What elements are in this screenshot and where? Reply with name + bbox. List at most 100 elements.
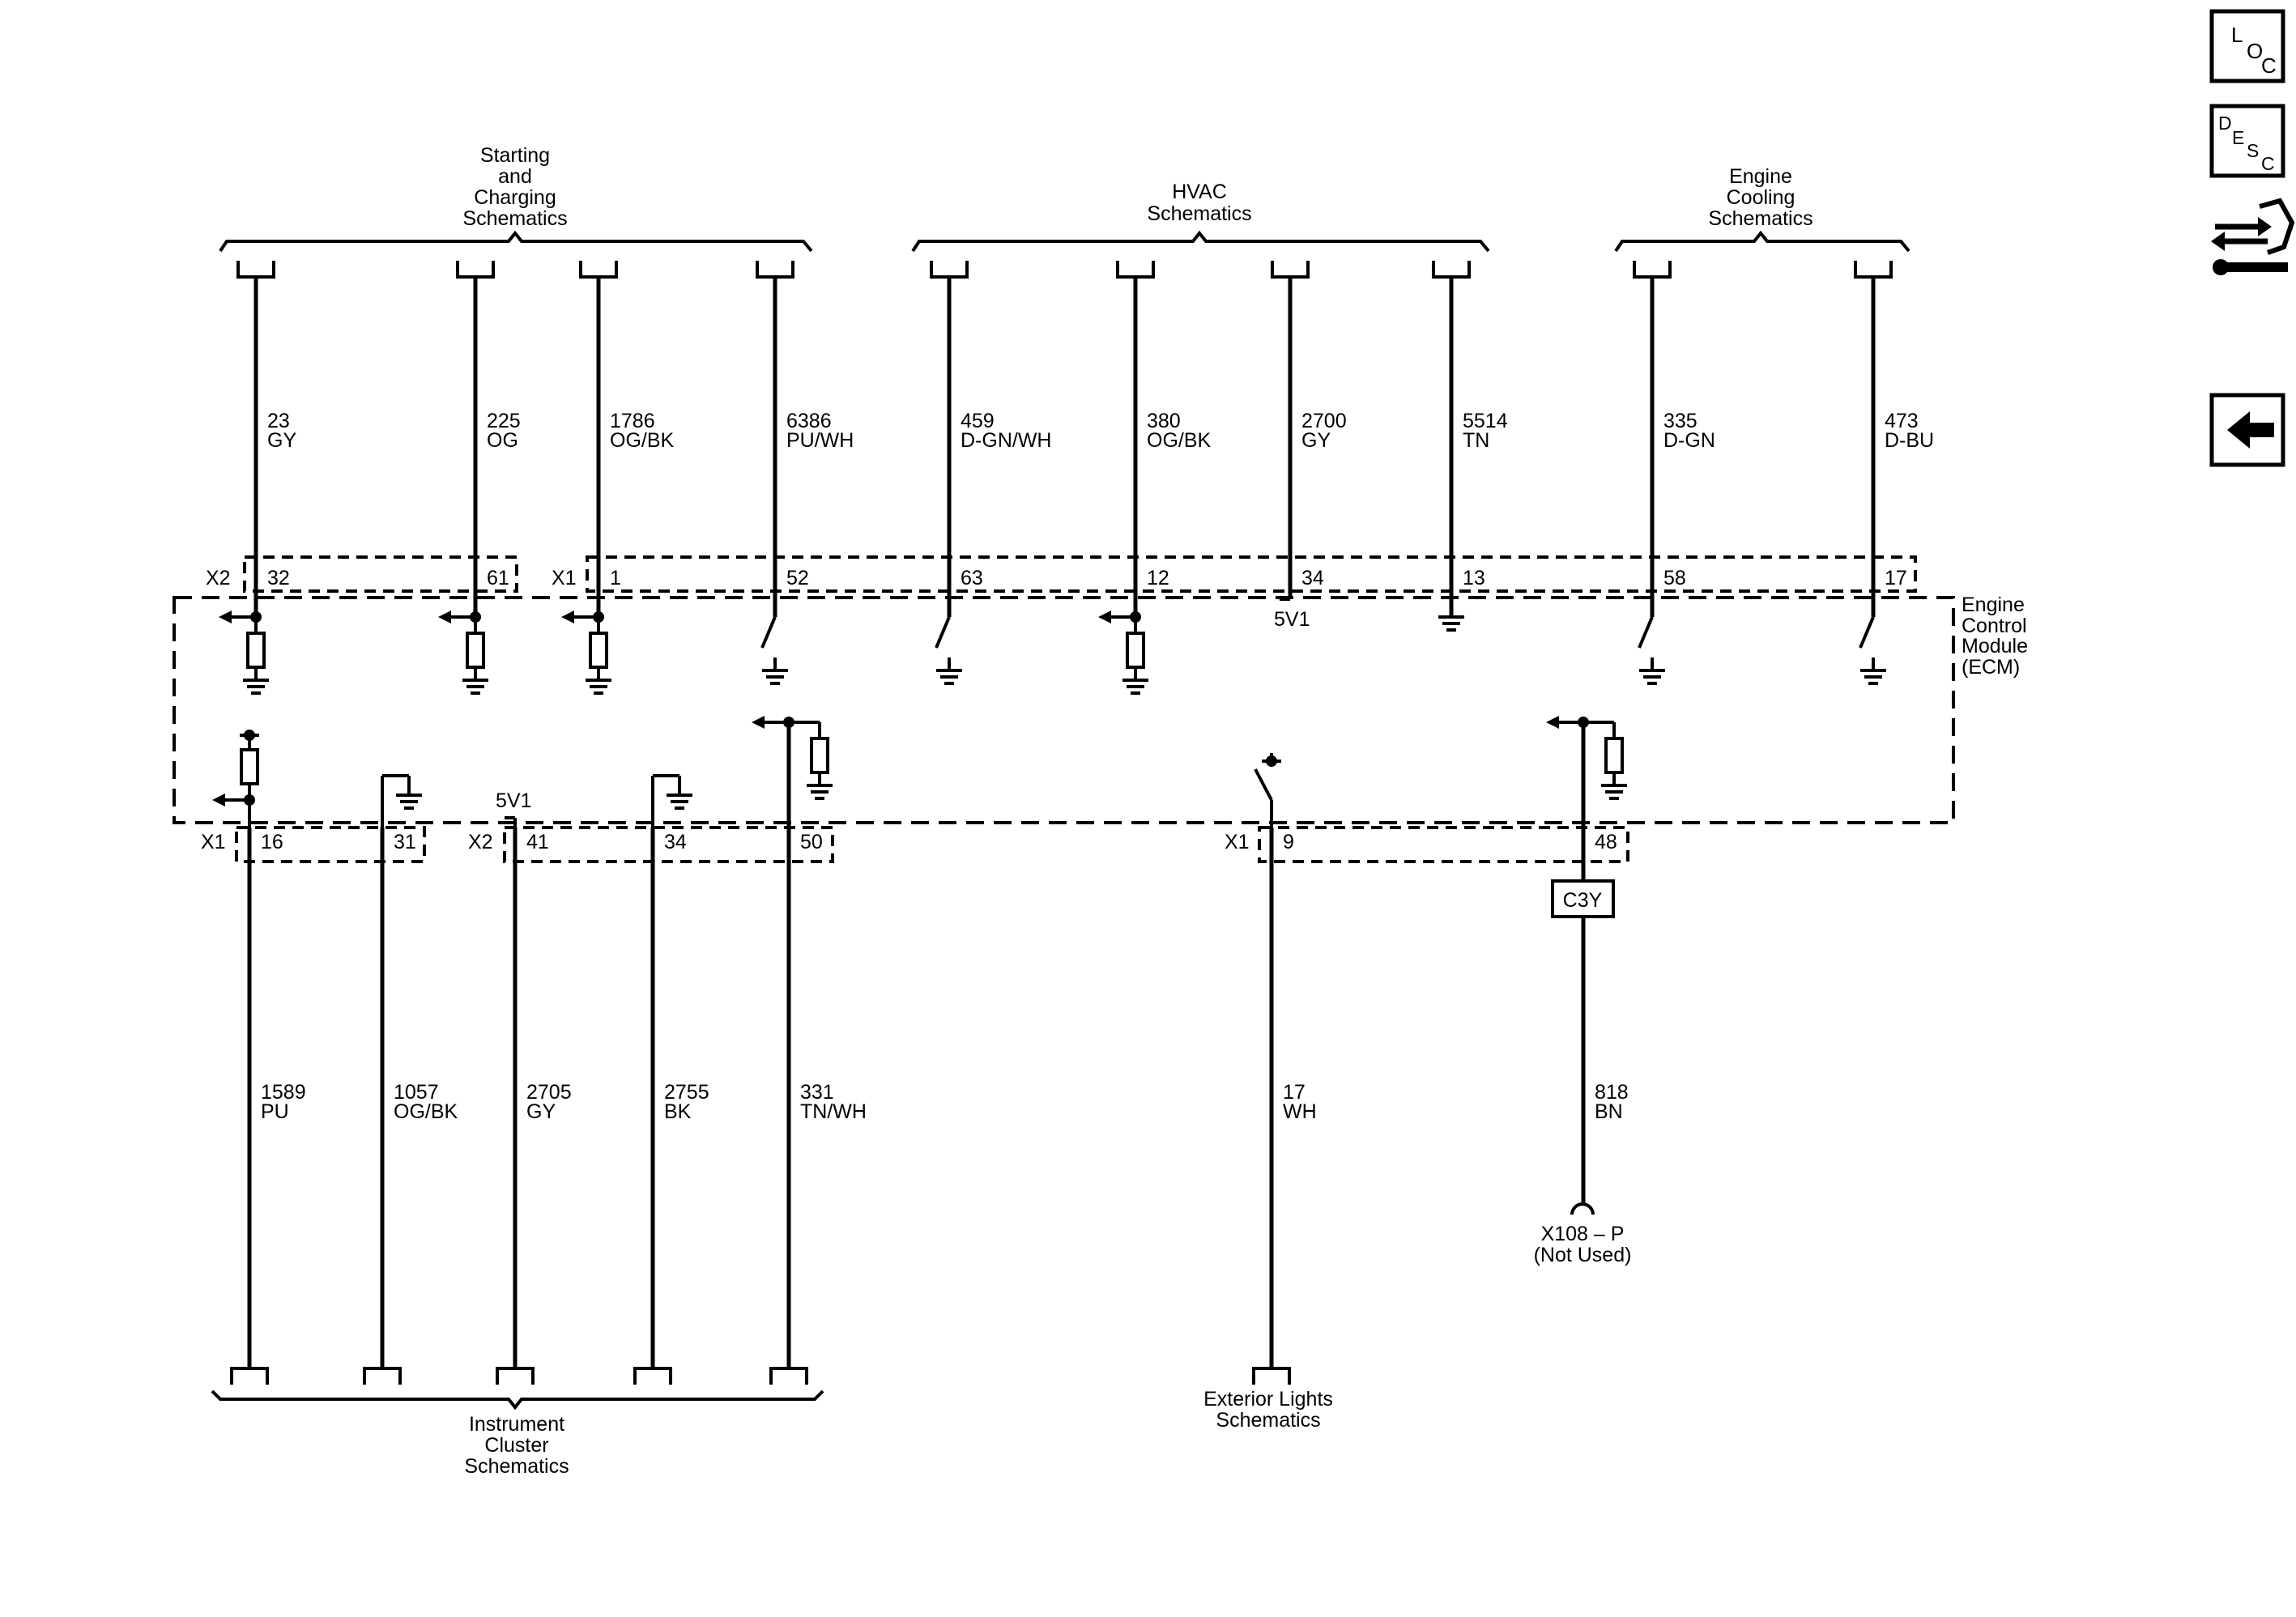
- wire-circuit-number: 6386: [786, 410, 832, 432]
- switch-ground-957: [760, 616, 788, 685]
- connector-x1-top: [586, 555, 1917, 593]
- pin-number: 34: [1301, 567, 1324, 589]
- desc-letter: D: [2218, 113, 2232, 134]
- group-label-line: Exterior Lights: [1203, 1388, 1333, 1411]
- terminal-symbol: [930, 261, 969, 279]
- terminal-symbol: [496, 1367, 535, 1385]
- supply-1593: [1280, 593, 1292, 601]
- switch-ground-2313: [1859, 616, 1886, 685]
- wire-color: BN: [1595, 1100, 1623, 1123]
- terminal-symbol: [1116, 261, 1155, 279]
- bottom-wire-group: 1589PU161057OG/BK312705GY412755BK34331TN…: [230, 722, 1629, 1385]
- wire-color: OG/BK: [394, 1100, 458, 1123]
- connector-x2-top: [243, 555, 518, 593]
- module-label-line: Control: [1962, 615, 2027, 637]
- wire-color: OG/BK: [610, 429, 675, 452]
- terminal-symbol: [1854, 261, 1893, 279]
- group-brace: [911, 230, 1490, 253]
- pullup-circuit-308: [212, 730, 259, 828]
- ground-472: [381, 774, 422, 828]
- pin-number: 34: [664, 831, 687, 853]
- wire-circuit-number: 17: [1283, 1081, 1306, 1104]
- pin-number: 52: [786, 567, 809, 589]
- wire-color: BK: [664, 1100, 692, 1123]
- group-label-line: Cooling: [1727, 186, 1795, 209]
- connector-x1-bottom: [235, 826, 426, 863]
- x108-note: (Not Used): [1534, 1244, 1632, 1266]
- starting-charging-header: Starting and Charging Schematics: [219, 144, 813, 253]
- group-label-line: Instrument: [469, 1413, 564, 1436]
- connector-label: X1: [552, 567, 577, 589]
- wire-color: OG: [487, 429, 518, 452]
- desc-letter: S: [2247, 140, 2259, 161]
- top-wire-group: 23GY32225OG611786OG/BK16386PU/WH52459D-G…: [236, 261, 1934, 617]
- wire-circuit-number: 380: [1147, 410, 1181, 432]
- pin-number: 61: [487, 567, 509, 589]
- location-button[interactable]: L O C: [2209, 9, 2285, 83]
- switch-ground-2040: [1638, 616, 1665, 685]
- wire-circuit-number: 1589: [261, 1081, 306, 1104]
- supply-636: [505, 816, 517, 828]
- group-label-line: Schematics: [1147, 202, 1251, 225]
- terminal-symbol: [1252, 1367, 1291, 1385]
- terminal-symbol: [363, 1367, 402, 1385]
- wire-color: D-BU: [1885, 429, 1934, 452]
- supply-label: 5V1: [496, 789, 531, 812]
- instrument-cluster-footer: Instrument Cluster Schematics: [211, 1389, 824, 1478]
- wire-color: GY: [267, 429, 296, 452]
- ground-806: [651, 774, 692, 828]
- group-label-line: Schematics: [1708, 207, 1813, 230]
- wire-circuit-number: 2700: [1301, 410, 1347, 432]
- engine-cooling-header: Engine Cooling Schematics: [1614, 165, 1910, 253]
- loc-letter: O: [2247, 39, 2263, 63]
- wire-circuit-number: 335: [1663, 410, 1698, 432]
- pin-number: 32: [267, 567, 290, 589]
- wire-color: WH: [1283, 1100, 1317, 1123]
- group-brace: [211, 1389, 824, 1411]
- module-label-line: (ECM): [1962, 656, 2020, 679]
- connector-x1-bottom-right: [1258, 826, 1629, 863]
- wire-color: D-GN: [1663, 429, 1715, 452]
- connector-service-button[interactable]: [2211, 198, 2295, 275]
- ecm-internal-top: [219, 593, 1886, 695]
- group-label-line: Engine: [1729, 165, 1792, 188]
- wire-color: TN: [1463, 429, 1489, 452]
- pin-number: 13: [1463, 567, 1485, 589]
- ecm-module-boundary: Engine Control Module (ECM): [173, 594, 2028, 824]
- module-label-line: Engine: [1962, 594, 2025, 616]
- wire-circuit-number: 331: [800, 1081, 834, 1104]
- description-button[interactable]: D E S C: [2209, 104, 2285, 178]
- terminal-symbol: [236, 261, 275, 279]
- wire-circuit-number: 2755: [664, 1081, 709, 1104]
- terminal-symbol: [1432, 261, 1471, 279]
- supply-label: 5V1: [1274, 608, 1310, 631]
- nav-panel: L O C D E S C: [2209, 9, 2295, 467]
- wire-circuit-number: 459: [961, 410, 995, 432]
- pin-number: 12: [1147, 567, 1169, 589]
- connector-label: X2: [468, 831, 493, 853]
- back-button[interactable]: [2209, 393, 2285, 467]
- pulldown-circuit-587: [438, 611, 488, 695]
- desc-letter: E: [2232, 127, 2244, 148]
- terminal-symbol: [579, 261, 618, 279]
- pulldown-circuit-316: [219, 611, 269, 695]
- terminal-symbol: [456, 261, 495, 279]
- pin-number: 41: [526, 831, 549, 853]
- desc-letter: C: [2261, 153, 2275, 174]
- wire-circuit-number: 5514: [1463, 410, 1508, 432]
- pulldown-circuit-1955: [1546, 716, 1627, 800]
- wire-circuit-number: 818: [1595, 1081, 1629, 1104]
- wire-color: TN/WH: [800, 1100, 867, 1123]
- loc-letter: L: [2231, 23, 2243, 47]
- hvac-header: HVAC Schematics: [911, 181, 1490, 253]
